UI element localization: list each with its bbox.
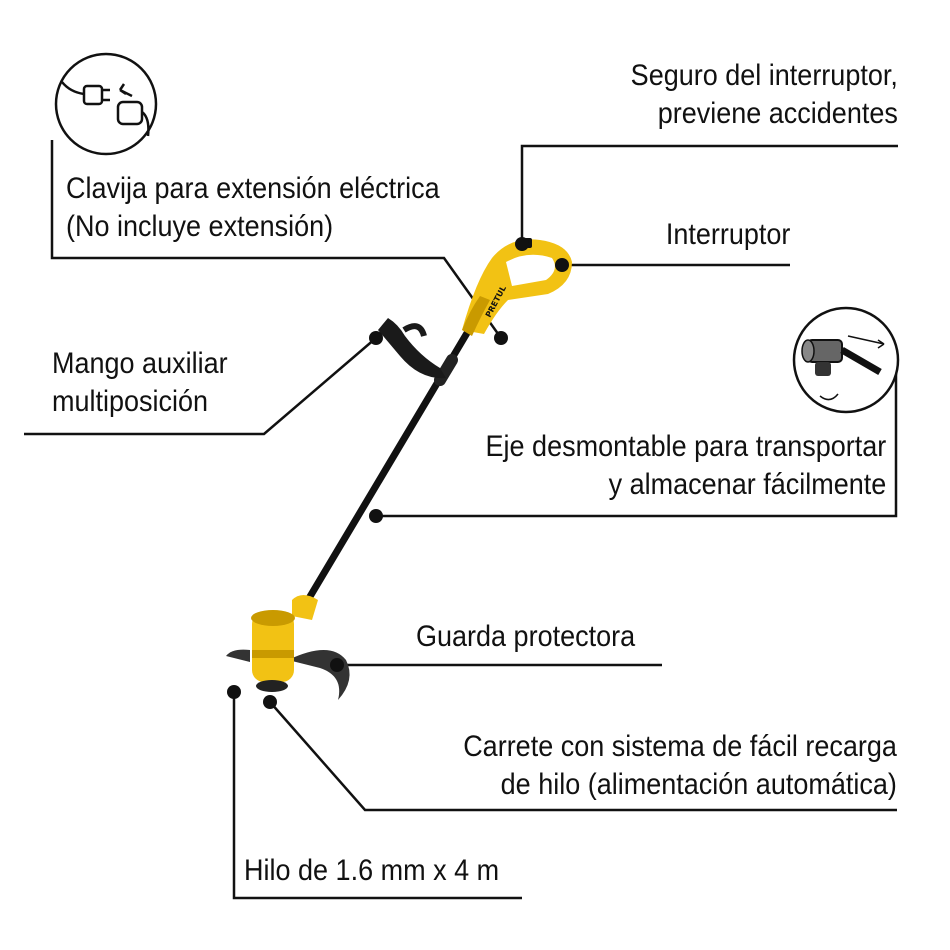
label-line-spec-line1: Hilo de 1.6 mm x 4 m xyxy=(244,854,500,887)
label-guard: Guarda protectora xyxy=(416,618,635,656)
leader-line-spec xyxy=(232,692,522,900)
dot-line-spec xyxy=(227,685,241,699)
leader-shaft xyxy=(376,360,898,518)
dot-guard xyxy=(330,658,344,672)
plug-connection-icon xyxy=(54,52,158,156)
label-shaft-line1: Eje desmontable para transportar xyxy=(485,430,886,463)
label-plug: Clavija para extensión eléctrica (No inc… xyxy=(66,170,440,246)
label-switch: Interruptor xyxy=(665,216,790,254)
label-shaft: Eje desmontable para transportar y almac… xyxy=(485,428,886,504)
leader-aux-handle xyxy=(24,337,377,436)
dot-plug xyxy=(494,331,508,345)
label-aux-handle: Mango auxiliar multiposición xyxy=(52,345,228,421)
dot-aux-handle xyxy=(369,331,383,345)
leader-switch-lock xyxy=(520,144,898,244)
label-spool-line1: Carrete con sistema de fácil recarga xyxy=(463,730,897,763)
dot-switch-lock xyxy=(515,237,529,251)
label-switch-lock: Seguro del interruptor, previene acciden… xyxy=(631,57,898,133)
motor-handle xyxy=(462,238,572,336)
aux-handle xyxy=(378,318,446,379)
label-switch-lock-line2: previene accidentes xyxy=(657,97,898,130)
label-spool-line2: de hilo (alimentación automática) xyxy=(500,768,897,801)
label-aux-handle-line2: multiposición xyxy=(52,385,209,418)
dot-shaft xyxy=(369,509,383,523)
dot-spool xyxy=(263,695,277,709)
label-line-spec: Hilo de 1.6 mm x 4 m xyxy=(244,852,499,890)
leader-spool xyxy=(269,701,897,812)
trimmer-head xyxy=(226,595,350,700)
dot-switch xyxy=(555,258,569,272)
label-plug-line2: (No incluye extensión) xyxy=(66,210,334,243)
label-plug-line1: Clavija para extensión eléctrica xyxy=(66,172,440,205)
label-switch-lock-line1: Seguro del interruptor, xyxy=(630,59,898,92)
trimmer-illustration: PRETUL xyxy=(226,238,572,700)
label-guard-line1: Guarda protectora xyxy=(416,620,636,653)
label-shaft-line2: y almacenar fácilmente xyxy=(608,468,886,501)
label-switch-line1: Interruptor xyxy=(665,218,790,251)
detachable-shaft-icon xyxy=(792,306,900,414)
label-aux-handle-line1: Mango auxiliar xyxy=(52,347,228,380)
label-spool: Carrete con sistema de fácil recarga de … xyxy=(463,728,897,804)
